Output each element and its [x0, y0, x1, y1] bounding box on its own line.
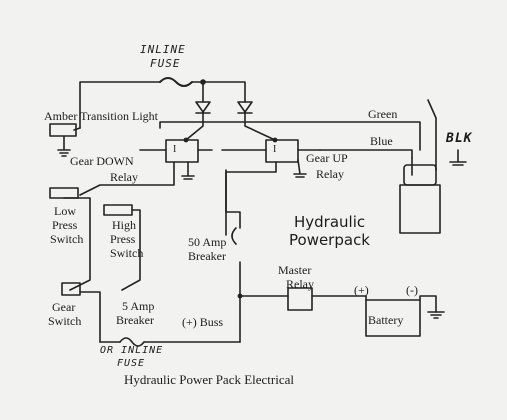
- fifty-amp-breaker-label-2: Breaker: [188, 249, 226, 263]
- diode-right-wire: [245, 113, 275, 140]
- hydraulic-label-2: Powerpack: [289, 231, 370, 249]
- fifty-amp-breaker-label-1: 50 Amp: [188, 235, 227, 249]
- amber-light-ground-icon: [58, 136, 70, 156]
- high-press-switch-icon: [104, 205, 132, 215]
- top-bus-wire-right: [192, 82, 245, 102]
- gear-up-relay-label-2: Relay: [316, 167, 344, 181]
- or-inline-fuse-label-2: FUSE: [117, 358, 146, 369]
- five-amp-breaker-label-1: 5 Amp: [122, 299, 155, 313]
- gear-down-relay-mark: I: [173, 144, 177, 155]
- gear-switch-icon: [62, 283, 80, 295]
- gear-down-coil-wire: [80, 162, 174, 195]
- five-amp-breaker-icon: [120, 338, 144, 346]
- gear-up-relay-icon: [266, 140, 298, 162]
- battery-wire: [366, 296, 436, 312]
- high-press-wire: [122, 210, 140, 290]
- diode-left-wire: [186, 113, 203, 140]
- gear-down-relay-wire: [140, 150, 212, 179]
- battery-label: Battery: [368, 313, 404, 327]
- gear-down-relay-label-2: Relay: [110, 170, 138, 184]
- gear-up-relay-wire: [222, 150, 320, 177]
- pump-icon: [400, 185, 440, 233]
- gear-switch-label-2: Switch: [48, 314, 82, 328]
- inline-fuse-symbol: [160, 78, 192, 86]
- wire-dots: [183, 79, 278, 299]
- battery-icon: [366, 300, 420, 336]
- or-inline-fuse-label-1: OR INLINE: [100, 345, 164, 356]
- blk-label: BLK: [446, 131, 473, 146]
- motor-icon: [404, 165, 436, 185]
- battery-ground-icon: [428, 312, 444, 318]
- gear-switch-label-1: Gear: [52, 300, 76, 314]
- battery-plus-label: (+): [354, 283, 369, 297]
- inline-fuse-top-label-2: FUSE: [150, 57, 181, 70]
- diode-right-icon: [238, 102, 252, 113]
- blk-ground-icon: [450, 150, 466, 165]
- low-press-label-2: Press: [52, 218, 78, 232]
- gear-switch-wire: [80, 292, 100, 342]
- blue-wire-label: Blue: [370, 134, 393, 148]
- gear-down-relay-icon: [166, 140, 198, 162]
- amber-light-label: Amber Transition Light: [44, 109, 159, 123]
- amber-light-wire: [74, 128, 80, 130]
- amber-light-icon: [50, 124, 76, 136]
- hydraulic-label-1: Hydraulic: [294, 213, 366, 231]
- green-wire: [160, 122, 420, 150]
- fifty-amp-breaker-icon: [232, 228, 236, 244]
- blue-wire: [320, 150, 412, 158]
- master-relay-label-1: Master: [278, 263, 312, 277]
- inline-fuse-top-label-1: INLINE: [140, 43, 186, 56]
- gear-up-coil-wire: [226, 162, 276, 235]
- high-press-label-2: Press: [110, 232, 136, 246]
- gear-down-relay-label-1: Gear DOWN: [70, 154, 134, 168]
- low-press-label-1: Low: [54, 204, 76, 218]
- top-bus-wire: [80, 82, 160, 128]
- diode-left-icon: [196, 102, 210, 113]
- high-press-label-3: Switch: [110, 246, 144, 260]
- high-press-label-1: High: [112, 218, 136, 232]
- low-press-label-3: Switch: [50, 232, 84, 246]
- green-wire-label: Green: [368, 107, 398, 121]
- diagram-title: Hydraulic Power Pack Electrical: [124, 372, 295, 387]
- master-relay-icon: [288, 288, 312, 310]
- battery-minus-label: (-): [406, 283, 418, 297]
- low-press-switch-icon: [50, 188, 78, 198]
- gear-up-relay-label-1: Gear UP: [306, 151, 348, 165]
- master-relay-label-2: Relay: [286, 277, 314, 291]
- gear-up-relay-mark: I: [273, 144, 277, 155]
- blk-wire: [428, 100, 436, 170]
- five-amp-breaker-label-2: Breaker: [116, 313, 154, 327]
- fifty-amp-breaker-wire-top: [226, 170, 240, 228]
- buss-label: (+) Buss: [182, 315, 224, 329]
